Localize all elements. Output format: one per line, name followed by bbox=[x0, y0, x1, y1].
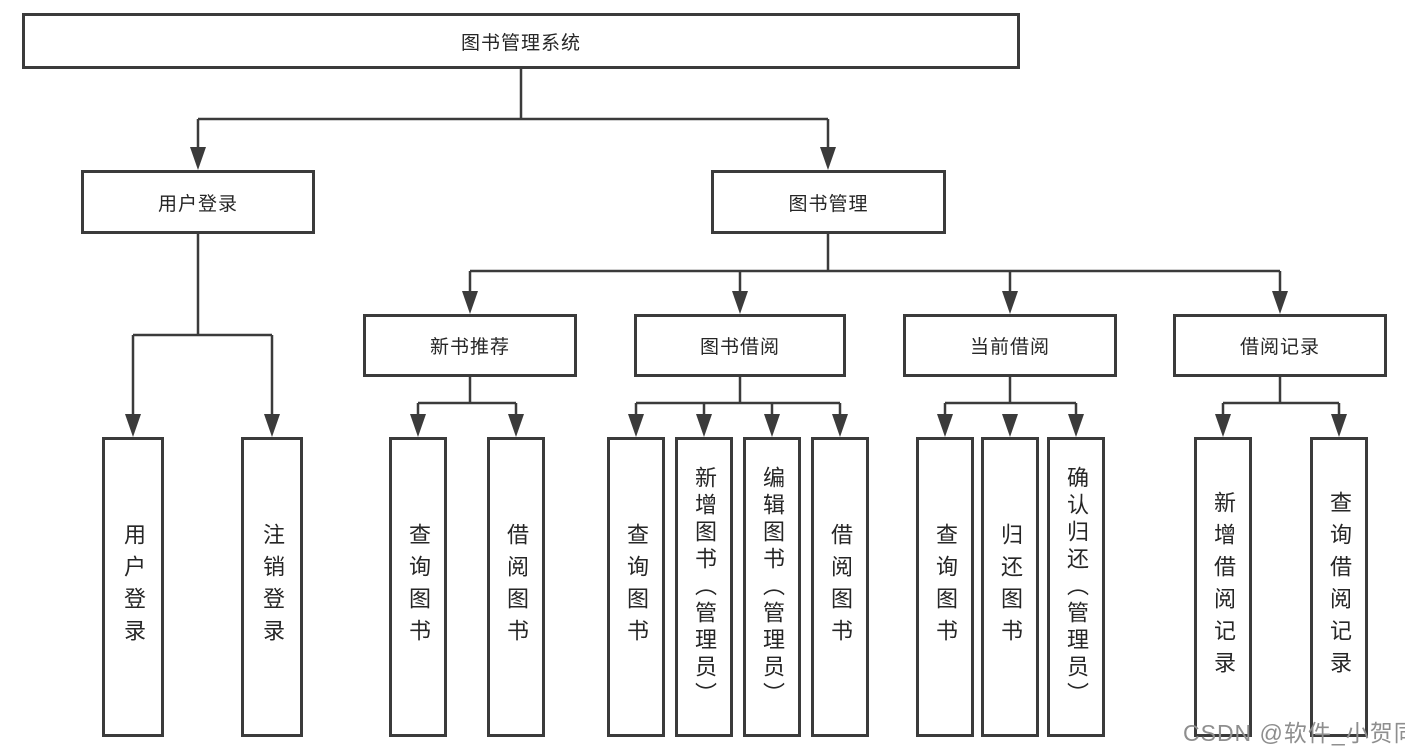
leaf-logout: 注销登录 bbox=[241, 437, 303, 737]
node-book-management: 图书管理 bbox=[711, 170, 946, 234]
leaf-borrow-books-recommend: 借阅图书 bbox=[487, 437, 545, 737]
node-user-login: 用户登录 bbox=[81, 170, 315, 234]
node-label: 新增借阅记录 bbox=[1211, 491, 1236, 683]
arrowheads bbox=[125, 147, 1347, 437]
node-library-management-system: 图书管理系统 bbox=[22, 13, 1020, 69]
node-label: 图书管理 bbox=[788, 193, 869, 215]
node-label: 借阅图书 bbox=[504, 523, 529, 651]
node-label: 用户登录 bbox=[121, 523, 146, 651]
leaf-query-books-borrowing: 查询图书 bbox=[607, 437, 665, 737]
node-label: 编辑图书（管理员） bbox=[760, 465, 785, 709]
node-label: 查询图书 bbox=[624, 523, 649, 651]
node-new-book-recommendation: 新书推荐 bbox=[363, 314, 577, 377]
leaf-confirm-return-admin: 确认归还（管理员） bbox=[1047, 437, 1105, 737]
leaf-query-books-current: 查询图书 bbox=[916, 437, 974, 737]
node-label: 归还图书 bbox=[998, 523, 1023, 651]
node-label: 图书借阅 bbox=[699, 337, 780, 358]
leaf-user-login: 用户登录 bbox=[102, 437, 164, 737]
leaf-query-borrow-record: 查询借阅记录 bbox=[1310, 437, 1368, 737]
leaf-add-borrow-record: 新增借阅记录 bbox=[1194, 437, 1252, 737]
leaf-edit-books-admin: 编辑图书（管理员） bbox=[743, 437, 801, 737]
leaf-return-books: 归还图书 bbox=[981, 437, 1039, 737]
node-book-borrowing: 图书借阅 bbox=[634, 314, 846, 377]
node-label: 新书推荐 bbox=[429, 337, 510, 358]
node-label: 确认归还（管理员） bbox=[1064, 465, 1089, 709]
node-label: 用户登录 bbox=[157, 193, 238, 215]
leaf-add-books-admin: 新增图书（管理员） bbox=[675, 437, 733, 737]
node-label: 查询图书 bbox=[406, 523, 431, 651]
node-borrowing-records: 借阅记录 bbox=[1173, 314, 1387, 377]
node-label: 当前借阅 bbox=[969, 337, 1050, 358]
csdn-watermark: CSDN @软件_小贺同学 bbox=[1183, 720, 1405, 746]
node-current-borrowing: 当前借阅 bbox=[903, 314, 1117, 377]
node-label: 借阅图书 bbox=[828, 523, 853, 651]
leaf-query-books-recommend: 查询图书 bbox=[389, 437, 447, 737]
node-label: 图书管理系统 bbox=[460, 32, 581, 54]
node-label: 注销登录 bbox=[260, 523, 285, 651]
node-label: 借阅记录 bbox=[1239, 337, 1320, 358]
leaf-borrow-books-borrowing: 借阅图书 bbox=[811, 437, 869, 737]
node-label: 查询借阅记录 bbox=[1327, 491, 1352, 683]
node-label: 新增图书（管理员） bbox=[692, 465, 717, 709]
node-label: 查询图书 bbox=[933, 523, 958, 651]
